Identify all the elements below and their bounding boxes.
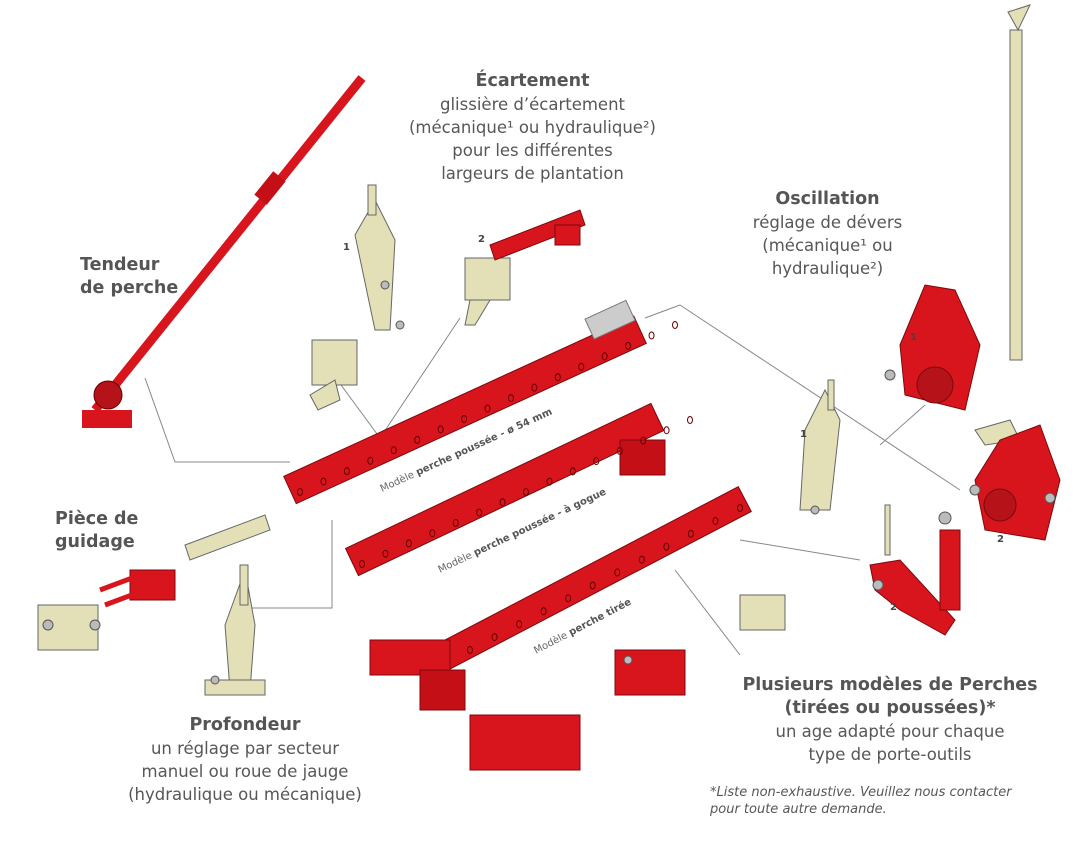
bar-hole — [461, 414, 468, 423]
bar-hole — [593, 457, 600, 466]
bar-hole — [663, 426, 670, 435]
oscillation-block: Oscillation réglage de dévers (mécanique… — [725, 188, 930, 280]
bar-hole — [663, 542, 670, 551]
number-label: 2 — [478, 234, 485, 245]
bar-hole — [640, 436, 647, 445]
tendeur-title: Tendeur — [80, 255, 160, 275]
ecartement-title: Écartement — [475, 71, 590, 91]
bar-hole — [687, 416, 693, 424]
bar-perche-poussee-54 — [283, 299, 647, 505]
text-line: (mécanique¹ ou — [762, 236, 893, 255]
oscillation-title: Oscillation — [775, 189, 880, 209]
perches-title: (tirées ou poussées)* — [784, 698, 996, 718]
text-line: hydraulique²) — [771, 259, 884, 278]
bar-perche-poussee-gogue — [344, 402, 666, 577]
bar-hole — [382, 549, 389, 558]
bar-hole — [638, 555, 645, 564]
text-line: manuel ou roue de jauge — [141, 762, 349, 781]
bar-hole — [589, 581, 596, 590]
bar-hole — [546, 477, 553, 486]
bar-hole — [320, 477, 327, 486]
guidage-title: Pièce de — [55, 509, 139, 529]
guidage-block: Pièce de guidage — [55, 508, 138, 554]
bar-hole — [429, 529, 436, 538]
bar-hole — [297, 488, 303, 496]
bar-hole — [452, 518, 459, 527]
ecartement-block: Écartement glissière d’écartement (mécan… — [380, 70, 685, 185]
red-side-parts — [99, 209, 1061, 771]
text-line: réglage de dévers — [752, 213, 903, 232]
bolts — [42, 280, 1056, 685]
tendeur-block: Tendeur de perche — [80, 254, 178, 300]
guidage-title: guidage — [55, 532, 135, 552]
bar-hole — [367, 456, 374, 465]
number-label: 1 — [910, 332, 917, 343]
number-label: 1 — [800, 429, 807, 440]
bar-hole — [476, 508, 483, 517]
bar-hole — [405, 539, 412, 548]
text-line: (hydraulique ou mécanique) — [128, 785, 362, 804]
bar-hole — [554, 373, 561, 382]
bar-hole — [507, 394, 514, 403]
text-line: pour toute autre demande. — [710, 802, 887, 817]
bar-hole — [648, 331, 655, 340]
bar-hole — [601, 352, 608, 361]
perches-block: Plusieurs modèles de Perches (tirées ou … — [730, 674, 1050, 766]
bar-hole — [491, 633, 498, 642]
tendeur-de-perche-part — [82, 75, 366, 428]
bar-hole — [499, 498, 506, 507]
bar-hole — [616, 446, 623, 455]
footnote: *Liste non-exhaustive. Veuillez nous con… — [710, 784, 1012, 818]
text-line: un age adapté pour chaque — [775, 722, 1005, 741]
bar-hole — [467, 646, 473, 654]
bar-hole — [712, 516, 719, 525]
bar-perche-tiree — [369, 486, 752, 711]
text-line: pour les différentes — [452, 141, 613, 160]
bar-hole — [359, 560, 365, 568]
bar-hole — [565, 594, 572, 603]
bar-hole — [516, 620, 523, 629]
text-line: *Liste non-exhaustive. Veuillez nous con… — [710, 785, 1012, 800]
text-line: largeurs de plantation — [441, 164, 624, 183]
text-line: type de porte-outils — [808, 745, 972, 764]
tendeur-title: de perche — [80, 278, 179, 298]
bar-hole — [687, 529, 694, 538]
beige-parts — [37, 4, 1031, 696]
bar-hole — [343, 467, 350, 476]
text-line: (mécanique¹ ou hydraulique²) — [409, 118, 656, 137]
perches-title: Plusieurs modèles de Perches — [742, 675, 1038, 695]
text-line: un réglage par secteur — [150, 739, 340, 758]
number-label: 2 — [997, 534, 1004, 545]
bar-hole — [437, 425, 444, 434]
bar-hole — [484, 404, 491, 413]
bar-hole — [531, 383, 538, 392]
bar-hole — [390, 446, 397, 455]
bar-hole — [523, 488, 529, 496]
text-line: glissière d’écartement — [440, 95, 625, 114]
bar-hole — [578, 362, 585, 371]
bar-hole — [614, 568, 621, 577]
number-label: 1 — [343, 242, 350, 253]
profondeur-title: Profondeur — [189, 715, 301, 735]
bar-hole — [540, 607, 547, 616]
number-label: 2 — [890, 602, 897, 613]
bar-hole — [414, 435, 421, 444]
profondeur-block: Profondeur un réglage par secteur manuel… — [95, 714, 395, 806]
bar-hole — [569, 467, 576, 476]
bar-hole — [672, 321, 678, 329]
bar-hole — [625, 341, 632, 350]
bar-hole — [737, 504, 743, 512]
